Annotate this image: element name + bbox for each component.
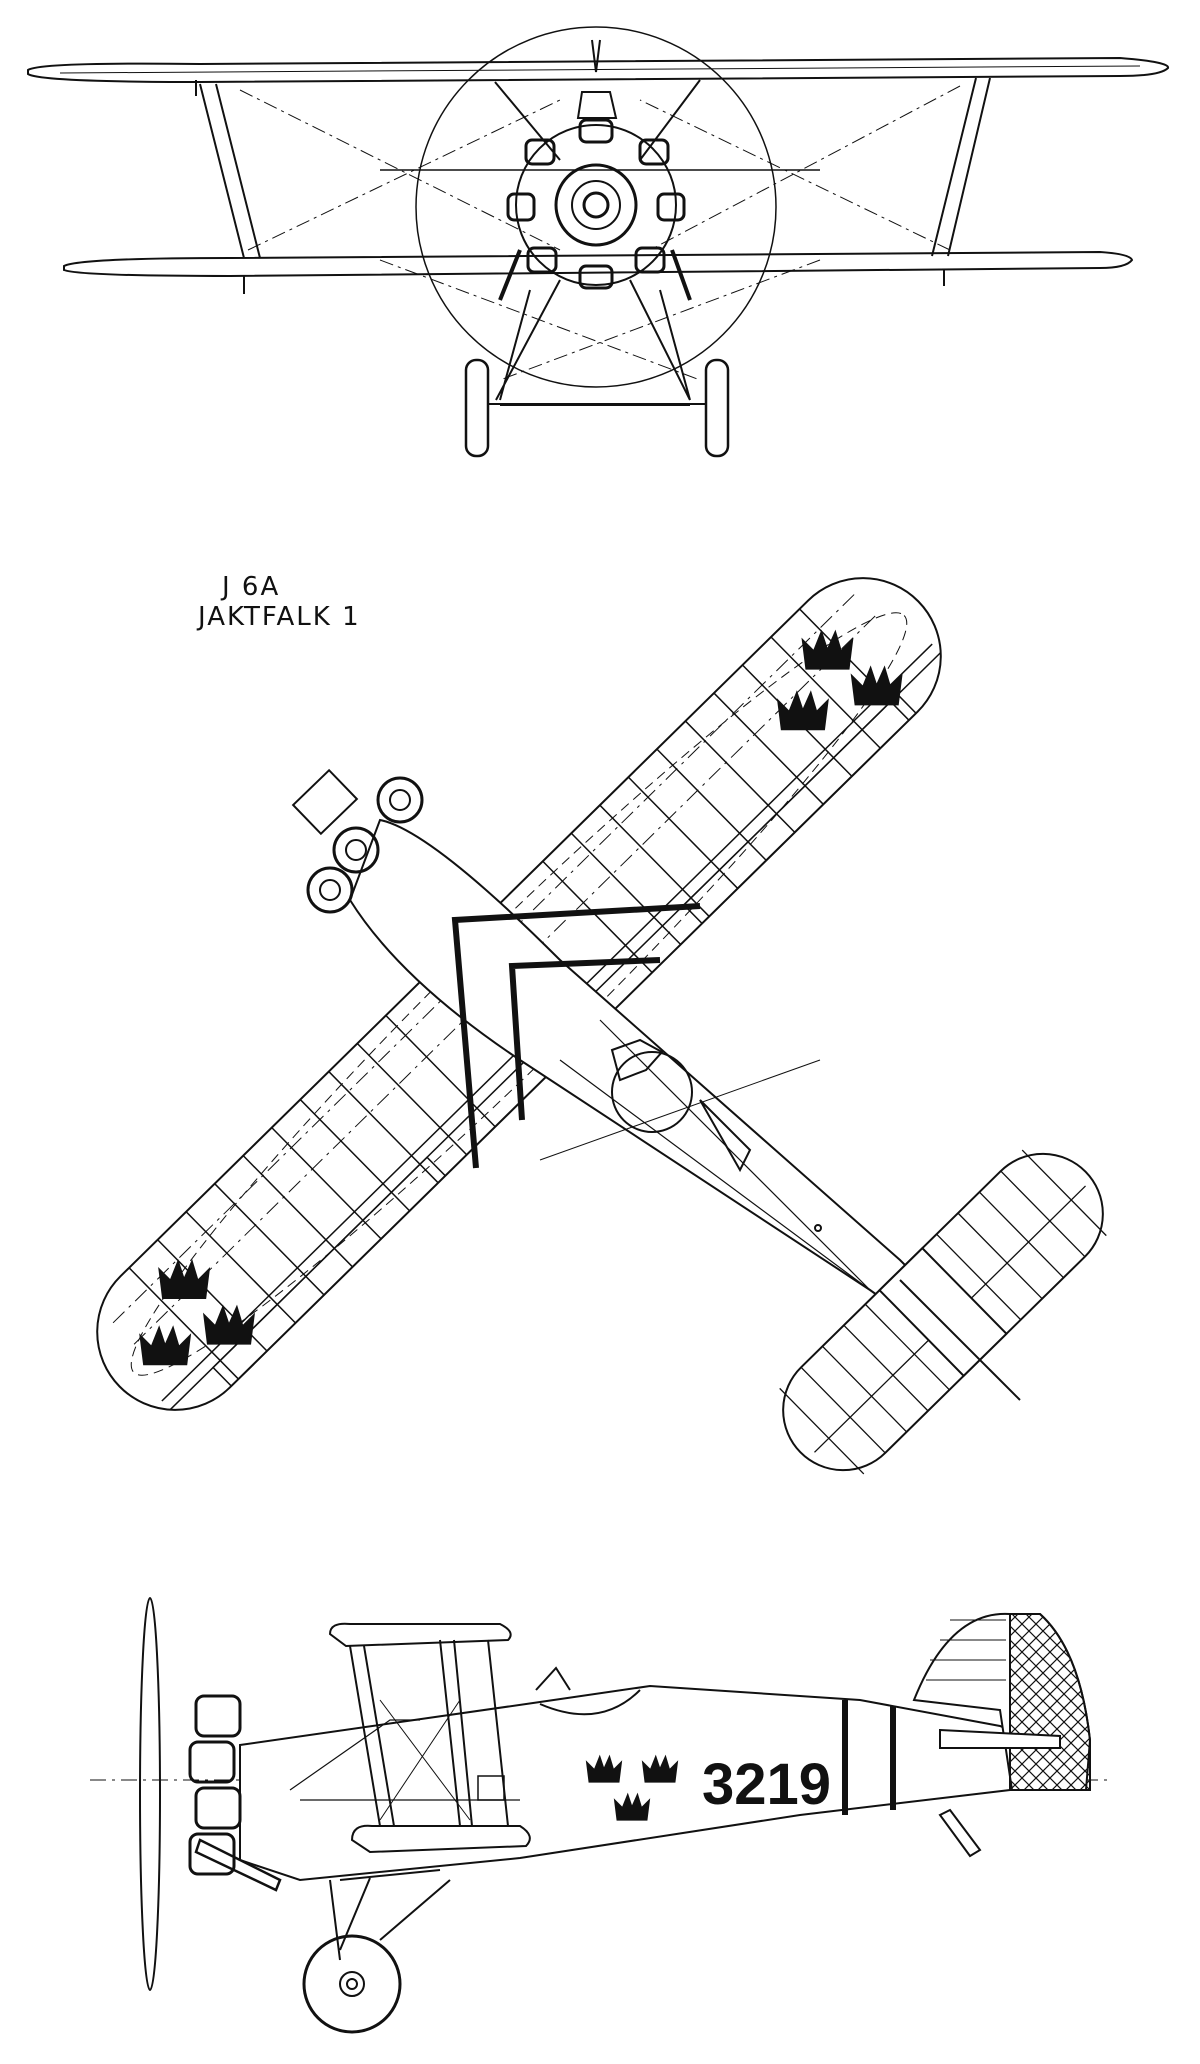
designation-label: J 6A — [222, 572, 281, 602]
plan-cockpit — [611, 1051, 693, 1133]
side-engine — [188, 1694, 242, 1876]
lower-wing-front — [63, 250, 1134, 278]
side-wheel — [302, 1934, 402, 2034]
side-lower-wing — [350, 1824, 531, 1854]
side-fuselage — [239, 1684, 1083, 1882]
strut-left — [199, 83, 261, 259]
strut-right — [931, 77, 991, 257]
left-wheel-front — [464, 358, 490, 458]
aircraft-name-label: JAKTFALK 1 — [198, 602, 361, 632]
side-upper-wing — [328, 1622, 512, 1648]
radial-engine — [515, 124, 677, 286]
plan-fuselage — [348, 818, 962, 1342]
right-wheel-front — [704, 358, 730, 458]
side-propeller — [139, 1597, 161, 1991]
plan-engine — [291, 768, 424, 914]
plan-view — [96, 577, 1107, 1475]
upper-wing-front — [27, 56, 1169, 84]
rudder-stripes — [1009, 1613, 1091, 1791]
propeller-disc — [415, 26, 777, 388]
wing-chevron-outer — [451, 903, 701, 1169]
front-view — [27, 26, 1169, 458]
side-view: 3219 — [90, 1597, 1110, 2034]
wing-roundel-left — [139, 1259, 256, 1366]
wing-chevron-inner — [508, 957, 661, 1121]
serial-number: 3219 — [702, 1752, 831, 1817]
